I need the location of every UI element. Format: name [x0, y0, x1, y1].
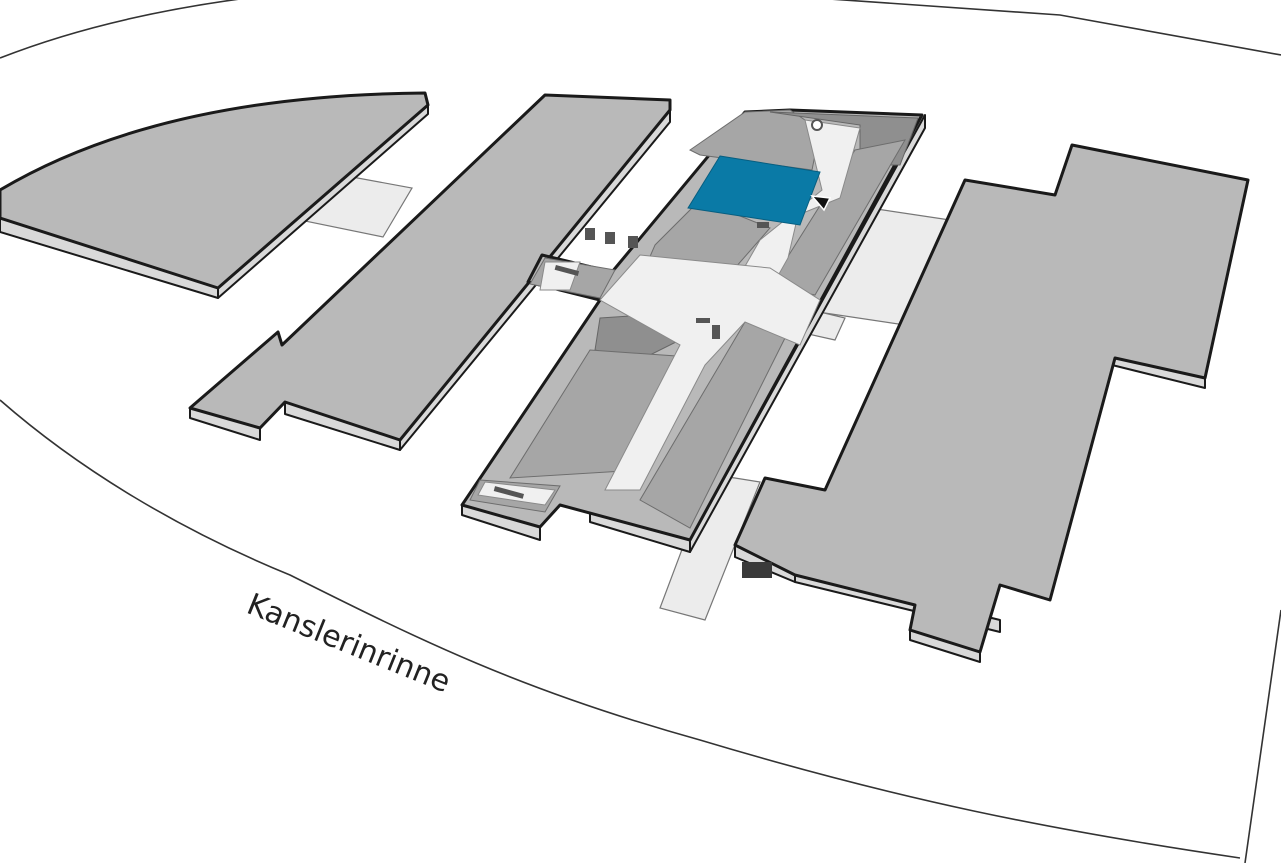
building-east-block	[733, 143, 1250, 663]
location-marker-icon	[810, 195, 832, 212]
floor-details	[493, 119, 823, 499]
building-central	[460, 108, 926, 553]
highlighted-room[interactable]	[687, 155, 821, 226]
building-west-wing	[0, 91, 430, 299]
floor-rooms	[469, 109, 919, 529]
entrance-marker	[742, 562, 772, 578]
